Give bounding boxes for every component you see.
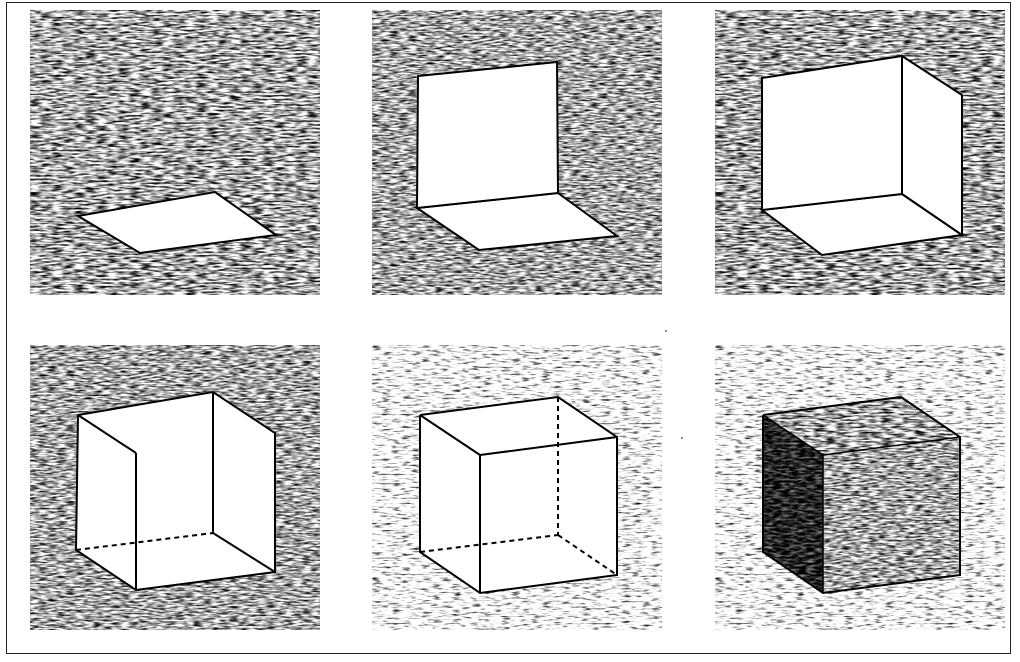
panel-three-walls [715, 10, 1005, 295]
stray-mark [681, 437, 683, 439]
texture-background [30, 10, 320, 295]
panel-open-box [30, 345, 320, 630]
panel-back-wall [372, 10, 662, 295]
panel-transparent-cube [372, 345, 662, 630]
cube-fill [420, 397, 617, 593]
box-fill [76, 392, 275, 590]
cube-front-face-shaded [823, 437, 960, 593]
back-wall-face [417, 62, 558, 208]
back-wall-face [762, 56, 902, 210]
panel-base-plane [30, 10, 320, 295]
stray-mark [665, 330, 667, 332]
panel-textured-cube [715, 345, 1005, 630]
